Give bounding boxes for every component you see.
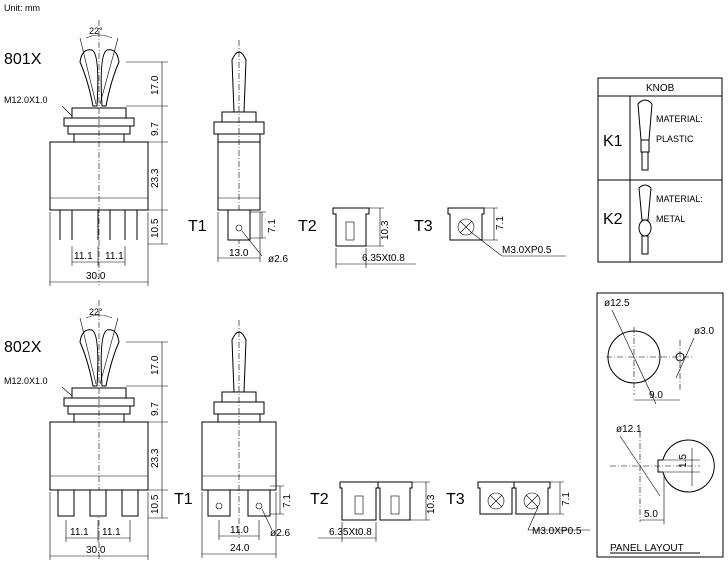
knob-table: KNOB K1 MATERIAL: PLASTIC K2 MATERIAL: M… xyxy=(597,77,723,263)
dim-v-801x-1: 9.7 xyxy=(150,122,161,136)
dim-h-801x-2: 30.0 xyxy=(86,271,106,282)
side-inner-802x: 11.0 xyxy=(230,525,249,536)
dim-v-801x-0: 17.0 xyxy=(150,75,161,95)
dim-v-802x-3: 10.5 xyxy=(150,494,161,514)
knob-code-k1: K1 xyxy=(603,133,623,150)
dim-v-801x-2: 23.3 xyxy=(150,168,161,188)
knob-k2-line1: MATERIAL: xyxy=(656,194,703,204)
unit-label: Unit: mm xyxy=(4,3,40,13)
dim-h-802x-1: 11.1 xyxy=(102,527,121,538)
dim-v-802x-0: 17.0 xyxy=(150,355,161,375)
panel-title: PANEL LAYOUT xyxy=(610,543,684,554)
knob-k1-line1: MATERIAL: xyxy=(656,114,703,124)
dim-v-801x-3: 10.5 xyxy=(150,218,161,238)
t3-height-801x: 7.1 xyxy=(495,216,506,230)
t1-height-801x: 7.1 xyxy=(267,219,278,233)
dim-h-801x-1: 11.1 xyxy=(105,251,124,262)
t2-height-801x: 10.3 xyxy=(380,220,391,240)
panel-layout: ø12.5 ø3.0 9.0 ø12.1 1.5 5.0 PANEL LAYOU… xyxy=(596,292,724,558)
t3-screw-801x: M3.0XP0.5 xyxy=(502,245,552,256)
t2-size-801x: 6.35Xt0.8 xyxy=(362,253,405,264)
model-name-801x: 801X xyxy=(4,51,42,68)
thread-801x: M12.0X1.0 xyxy=(4,95,48,105)
knob-k2-line2: METAL xyxy=(656,214,685,224)
t2-height-802x: 10.3 xyxy=(426,494,437,514)
panel-d1: ø12.5 xyxy=(604,298,630,309)
angle-802x: 22° xyxy=(89,307,103,317)
t1-height-802x: 7.1 xyxy=(282,494,293,508)
dim-v-802x-2: 23.3 xyxy=(150,448,161,468)
t3-label-801x: T3 xyxy=(414,218,433,235)
t3-height-802x: 7.1 xyxy=(561,492,572,506)
t3-screw-802x: M3.0XP0.5 xyxy=(532,526,582,537)
thread-802x: M12.0X1.0 xyxy=(4,376,48,386)
panel-d2: ø3.0 xyxy=(694,326,714,337)
dim-h-801x-0: 11.1 xyxy=(74,251,93,262)
side-width-801x: 13.0 xyxy=(229,248,249,259)
dim-v-802x-1: 9.7 xyxy=(150,402,161,416)
dim-h-802x-0: 11.1 xyxy=(70,527,89,538)
model-802x: 802X 22° M12.0X1.0 17.0 9.7 23.3 10.5 11… xyxy=(4,300,590,560)
panel-d3: ø12.1 xyxy=(616,424,642,435)
knob-k1-line2: PLASTIC xyxy=(656,134,694,144)
dim-h-802x-2: 30.0 xyxy=(86,545,106,556)
knob-code-k2: K2 xyxy=(603,211,623,228)
t1-label-801x: T1 xyxy=(188,218,207,235)
panel-dist2: 5.0 xyxy=(644,509,658,520)
t1-hole-801x: ø2.6 xyxy=(268,254,288,265)
angle-801x: 22° xyxy=(89,26,103,36)
t2-size-802x: 6.35Xt0.8 xyxy=(329,527,372,538)
t1-label-802x: T1 xyxy=(174,491,193,508)
panel-flat: 1.5 xyxy=(678,454,689,468)
t1-hole-802x: ø2.6 xyxy=(270,528,290,539)
model-name-802x: 802X xyxy=(4,339,42,356)
panel-dist1: 9.0 xyxy=(649,390,663,401)
side-width-802x: 24.0 xyxy=(230,543,250,554)
t2-label-801x: T2 xyxy=(298,218,317,235)
knob-title: KNOB xyxy=(646,83,675,94)
t3-label-802x: T3 xyxy=(446,491,465,508)
model-801x: 801X 22° M12.0X1.0 17.0 9.7 23.3 10.5 1 xyxy=(4,20,566,286)
t2-label-802x: T2 xyxy=(310,491,329,508)
